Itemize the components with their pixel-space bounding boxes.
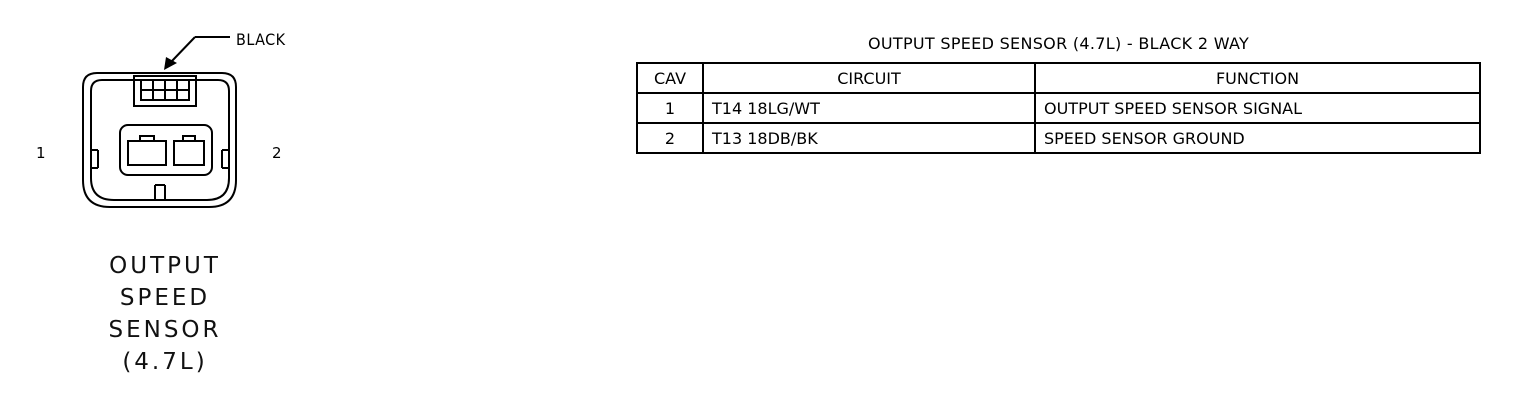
table-header-row: CAV CIRCUIT FUNCTION xyxy=(636,62,1481,94)
table-row: 1 T14 18LG/WT OUTPUT SPEED SENSOR SIGNAL xyxy=(636,92,1481,124)
connector-keyway xyxy=(154,184,166,200)
connector-name-line: (4.7L) xyxy=(122,349,208,375)
pinout-table: CAV CIRCUIT FUNCTION 1 T14 18LG/WT OUTPU… xyxy=(636,62,1481,154)
callout-arrowhead xyxy=(164,57,177,70)
cell-circuit: T14 18LG/WT xyxy=(702,92,1036,124)
header-function: FUNCTION xyxy=(1034,62,1481,94)
cell-circuit: T13 18DB/BK xyxy=(702,122,1036,154)
connector-face-drawing xyxy=(82,36,237,208)
cavity-1-icon xyxy=(127,135,167,166)
connector-latch xyxy=(133,75,197,107)
connector-name: OUTPUT SPEED SENSOR (4.7L) xyxy=(80,250,250,378)
cell-function: OUTPUT SPEED SENSOR SIGNAL xyxy=(1034,92,1481,124)
header-circuit: CIRCUIT xyxy=(702,62,1036,94)
callout-leader xyxy=(170,36,230,63)
connector-name-line: SENSOR xyxy=(108,317,222,343)
pin-label-2: 2 xyxy=(272,144,282,162)
callout-color-label: BLACK xyxy=(236,30,286,49)
cell-function: SPEED SENSOR GROUND xyxy=(1034,122,1481,154)
connector-side-ribs xyxy=(91,149,229,169)
header-cav: CAV xyxy=(636,62,704,94)
cell-cav: 2 xyxy=(636,122,704,154)
connector-name-line: OUTPUT xyxy=(109,253,221,279)
cavity-2-icon xyxy=(173,135,205,166)
table-title: OUTPUT SPEED SENSOR (4.7L) - BLACK 2 WAY xyxy=(867,34,1250,53)
connector-inner-housing xyxy=(90,79,230,201)
cell-cav: 1 xyxy=(636,92,704,124)
terminal-cavity-frame xyxy=(119,124,213,176)
connector-outer-housing xyxy=(82,72,237,208)
connector-name-line: SPEED xyxy=(119,285,211,311)
table-row: 2 T13 18DB/BK SPEED SENSOR GROUND xyxy=(636,122,1481,154)
pin-label-1: 1 xyxy=(36,144,46,162)
